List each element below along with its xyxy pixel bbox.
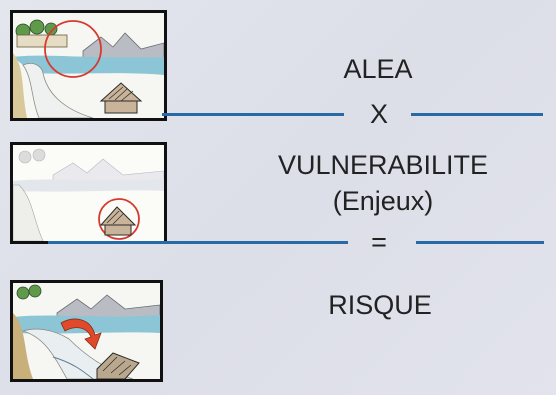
divider-left-1 [162, 113, 344, 116]
risk-label: RISQUE [328, 290, 432, 320]
divider-left-2 [48, 241, 348, 244]
equals-operator: = [371, 227, 387, 257]
multiply-operator: X [369, 99, 388, 129]
hazard-label: ALEA [343, 54, 413, 84]
risk-illustration [10, 280, 163, 382]
vulnerability-sublabel: (Enjeux) [332, 186, 434, 216]
hazard-illustration [10, 10, 167, 121]
vulnerability-label: VULNERABILITE [277, 150, 489, 180]
divider-right-2 [416, 241, 544, 244]
vulnerability-illustration [10, 142, 167, 244]
divider-right-1 [411, 113, 543, 116]
